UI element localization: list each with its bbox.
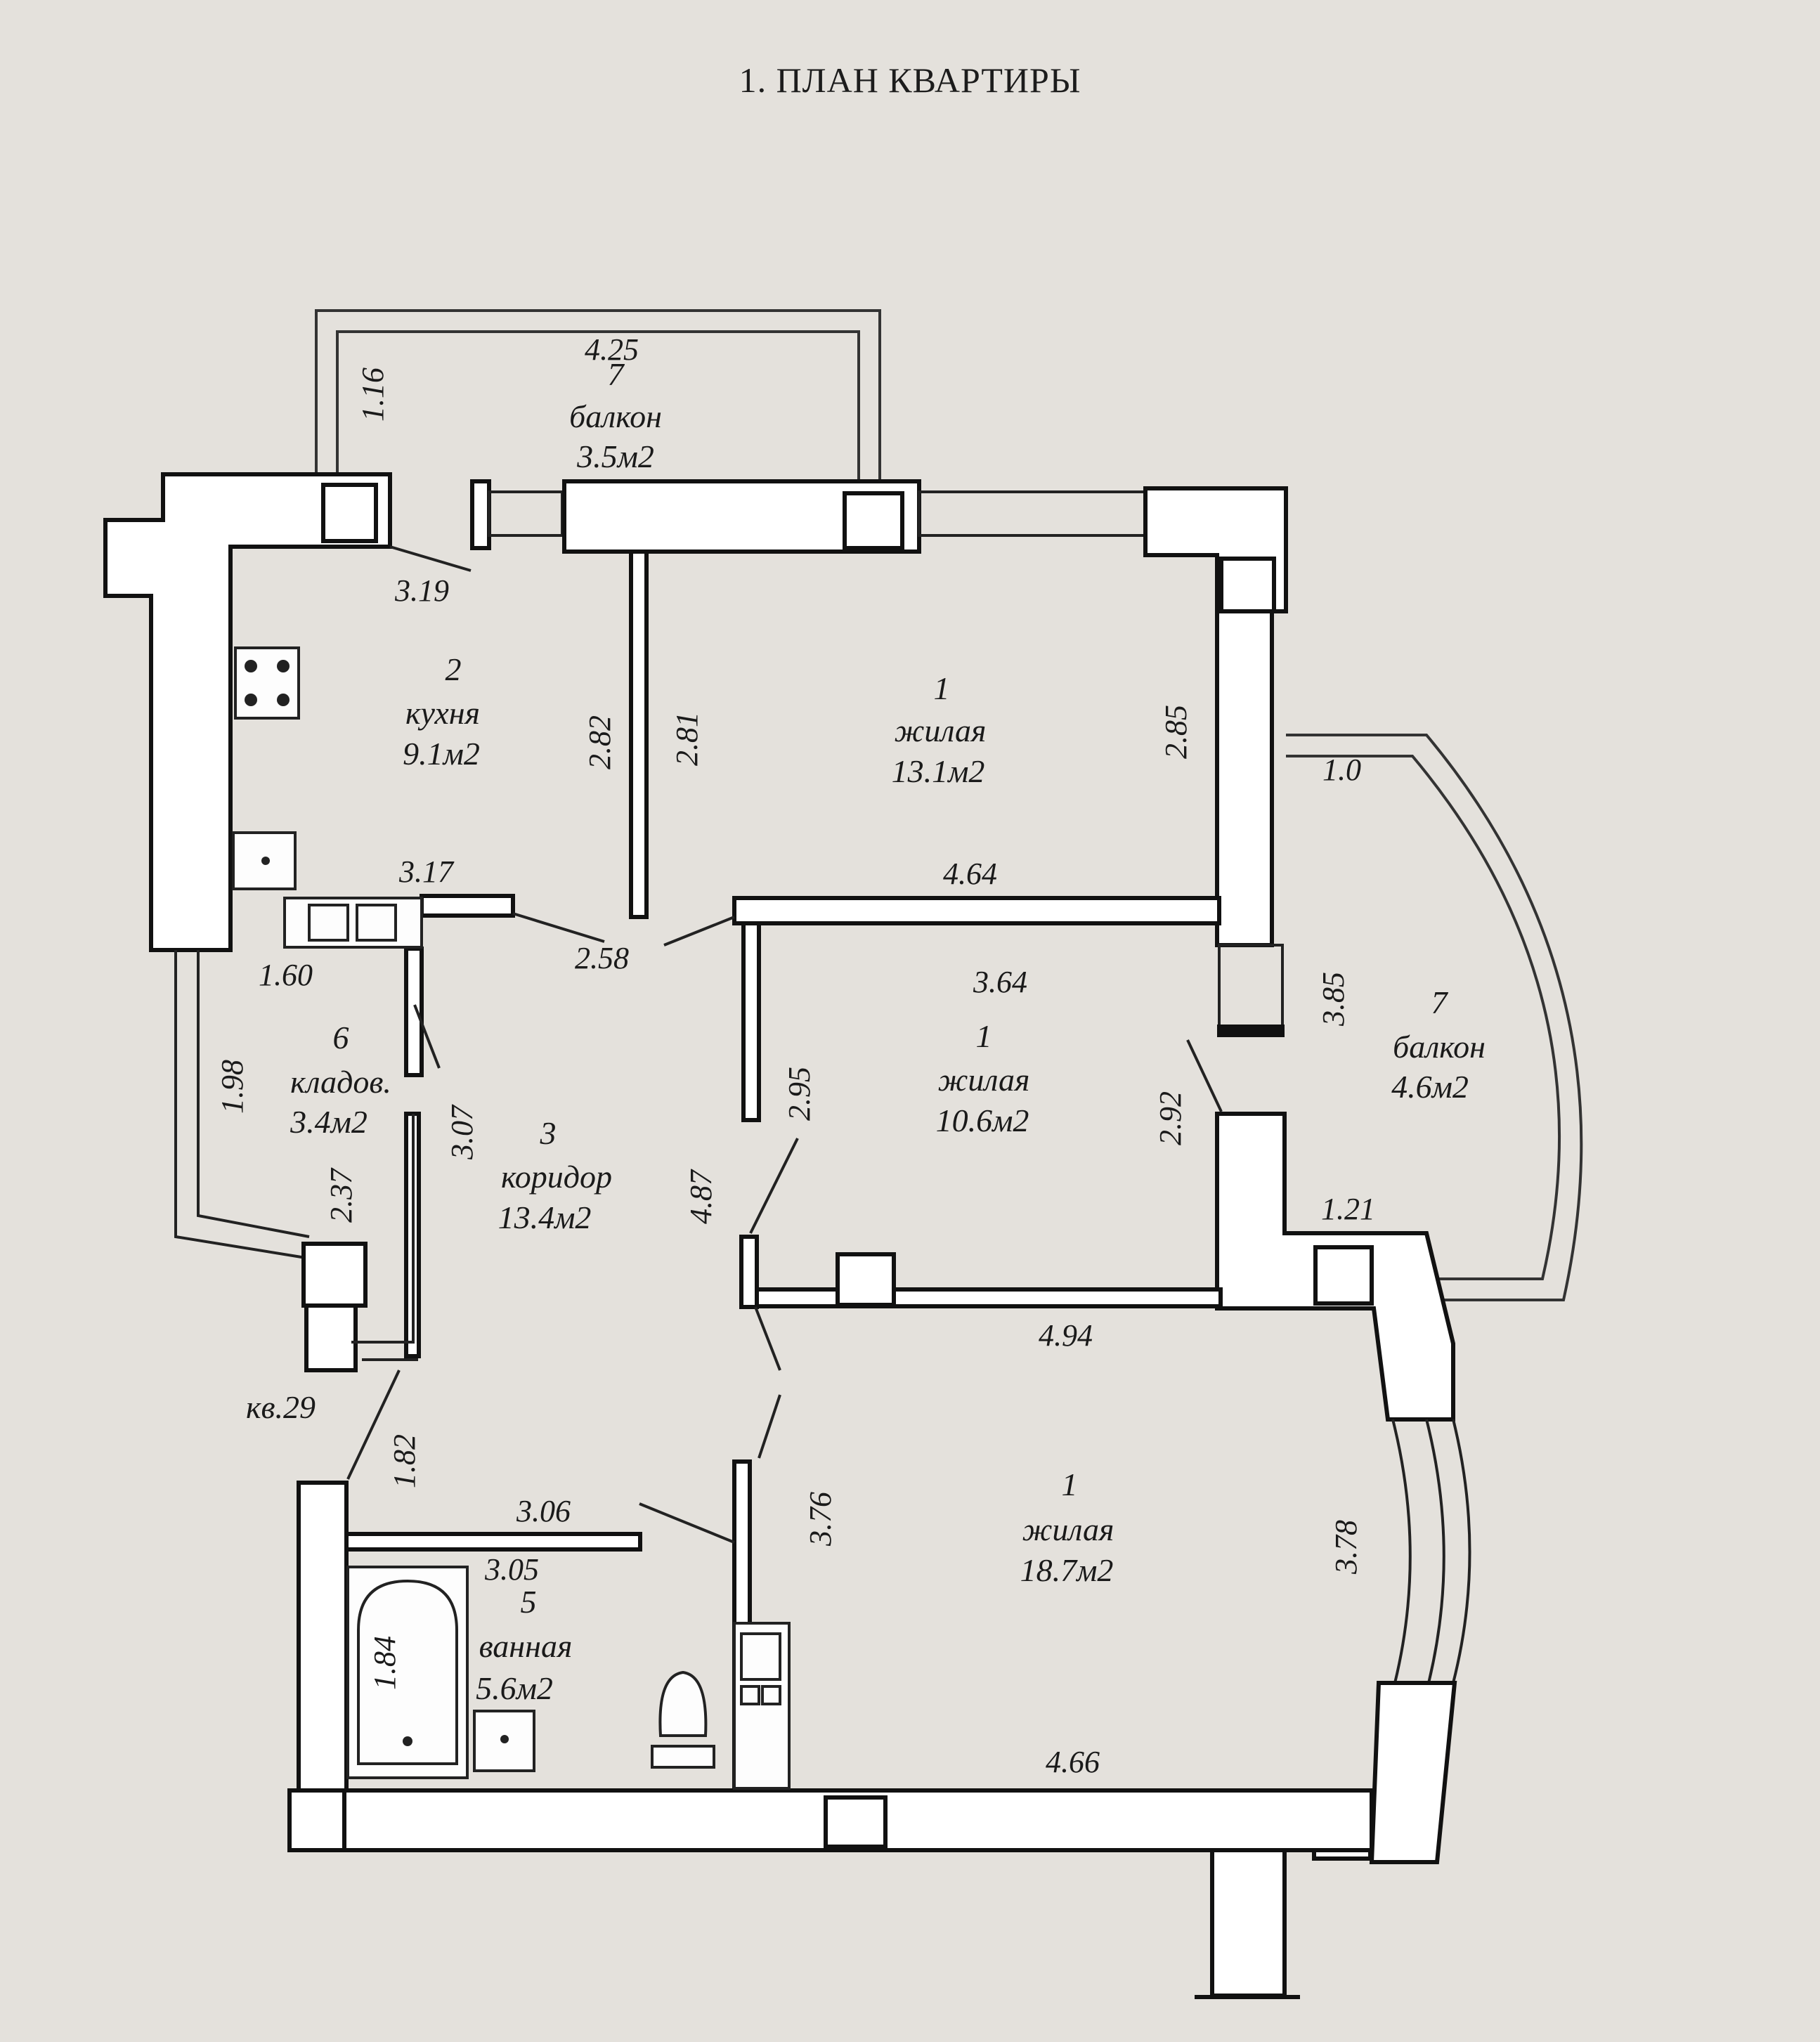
dim-corridor-side: 3.07 — [445, 1104, 479, 1160]
page-title: 1. ПЛАН КВАРТИРЫ — [739, 60, 1081, 100]
room-balcony-top: 7 балкон 3.5м2 — [569, 356, 662, 474]
dim-living-b-top: 3.64 — [973, 965, 1027, 999]
dim-tub-length: 1.84 — [368, 1636, 402, 1690]
room-name: балкон — [1393, 1029, 1486, 1065]
dim-balcony-right-length: 3.85 — [1316, 972, 1351, 1027]
room-kitchen: 2 кухня 9.1м2 — [403, 651, 480, 772]
dim-living-c-right: 3.78 — [1329, 1520, 1363, 1575]
outer-walls — [103, 472, 1471, 1999]
room-corridor: 3 коридор 13.4м2 — [498, 1115, 612, 1235]
room-area: 13.4м2 — [498, 1199, 592, 1235]
dim-living-c-bottom: 4.66 — [1046, 1745, 1100, 1779]
dim-kitchen-side: 2.82 — [583, 715, 617, 769]
room-number: 6 — [333, 1020, 349, 1055]
room-bathroom: 5 ванная 5.6м2 — [476, 1584, 572, 1706]
room-number: 1 — [934, 670, 950, 706]
room-name: коридор — [501, 1159, 612, 1195]
room-area: 10.6м2 — [936, 1103, 1029, 1138]
room-name: ванная — [479, 1628, 573, 1664]
dim-storage-right: 2.37 — [324, 1167, 358, 1223]
room-area: 3.4м2 — [290, 1104, 368, 1140]
dim-storage-left: 1.98 — [215, 1060, 249, 1114]
room-number: 7 — [1431, 984, 1449, 1020]
room-living-b: 1 жилая 10.6м2 — [936, 1018, 1030, 1138]
dim-living-a-left: 2.81 — [670, 712, 704, 766]
room-number: 5 — [521, 1584, 537, 1620]
room-area: 3.5м2 — [576, 438, 654, 474]
dim-bath-top: 3.06 — [516, 1494, 571, 1528]
room-storage: 6 кладов. 3.4м2 — [290, 1020, 391, 1140]
dim-storage-top: 1.60 — [259, 958, 313, 992]
dim-balcony-top-depth: 1.16 — [356, 368, 390, 422]
dim-living-c-left: 3.76 — [803, 1492, 838, 1547]
dim-living-a-right: 2.85 — [1159, 705, 1193, 759]
room-area: 13.1м2 — [892, 753, 985, 789]
bath-sink-icon — [473, 1710, 535, 1772]
dim-kitchen-top: 3.19 — [394, 573, 449, 608]
dim-living-b-left: 2.95 — [782, 1067, 817, 1121]
dimension-labels: 4.25 1.16 3.19 3.17 2.82 2.81 2.85 4.64 … — [215, 332, 1375, 1779]
room-balcony-right: 7 балкон 4.6м2 — [1391, 984, 1486, 1105]
room-number: 3 — [540, 1115, 557, 1151]
room-number: 2 — [446, 651, 462, 687]
dim-bath-side: 1.82 — [387, 1434, 422, 1488]
door-swings — [346, 545, 1223, 1544]
room-living-c: 1 жилая 18.7м2 — [1020, 1467, 1114, 1588]
dim-balcony-top-width: 4.25 — [585, 332, 639, 367]
room-name: жилая — [895, 713, 987, 748]
room-area: 4.6м2 — [1391, 1069, 1469, 1105]
dim-corridor-length: 4.87 — [684, 1169, 718, 1224]
kitchen-sink-icon — [232, 831, 297, 890]
room-name: жилая — [938, 1062, 1030, 1098]
bathtub-icon — [346, 1566, 469, 1779]
dim-living-b-right: 2.92 — [1153, 1091, 1188, 1145]
room-labels: 7 балкон 3.5м2 2 кухня 9.1м2 1 жилая 13.… — [246, 356, 1486, 1706]
dim-bath-inner: 3.05 — [484, 1552, 539, 1587]
dim-balcony-right-depth: 1.0 — [1322, 753, 1361, 787]
dim-kitchen-bottom: 3.17 — [398, 854, 455, 889]
stove-icon — [234, 646, 300, 720]
room-number: 1 — [1062, 1467, 1078, 1502]
room-area: 9.1м2 — [403, 736, 480, 772]
apartment-label: кв.29 — [246, 1389, 316, 1425]
dim-living-a-bottom: 4.64 — [943, 857, 997, 891]
room-name: балкон — [569, 398, 662, 434]
kitchen-cabinet-icon — [283, 897, 423, 949]
room-name: кухня — [405, 695, 480, 731]
dim-wall-step: 1.21 — [1321, 1192, 1375, 1226]
balcony-right-outline — [1286, 734, 1583, 1301]
dim-living-c-top: 4.94 — [1039, 1318, 1093, 1353]
room-number: 7 — [608, 356, 625, 392]
room-area: 18.7м2 — [1020, 1552, 1114, 1588]
balcony-top-outline — [315, 309, 881, 481]
room-name: кладов. — [290, 1064, 391, 1100]
room-number: 1 — [976, 1018, 992, 1054]
room-name: жилая — [1022, 1511, 1114, 1547]
room-area: 5.6м2 — [476, 1670, 553, 1706]
dim-corridor-top: 2.58 — [575, 941, 629, 975]
toilet-icon — [651, 1670, 715, 1769]
room-living-a: 1 жилая 13.1м2 — [892, 670, 987, 789]
shaft-icon — [733, 1622, 791, 1790]
